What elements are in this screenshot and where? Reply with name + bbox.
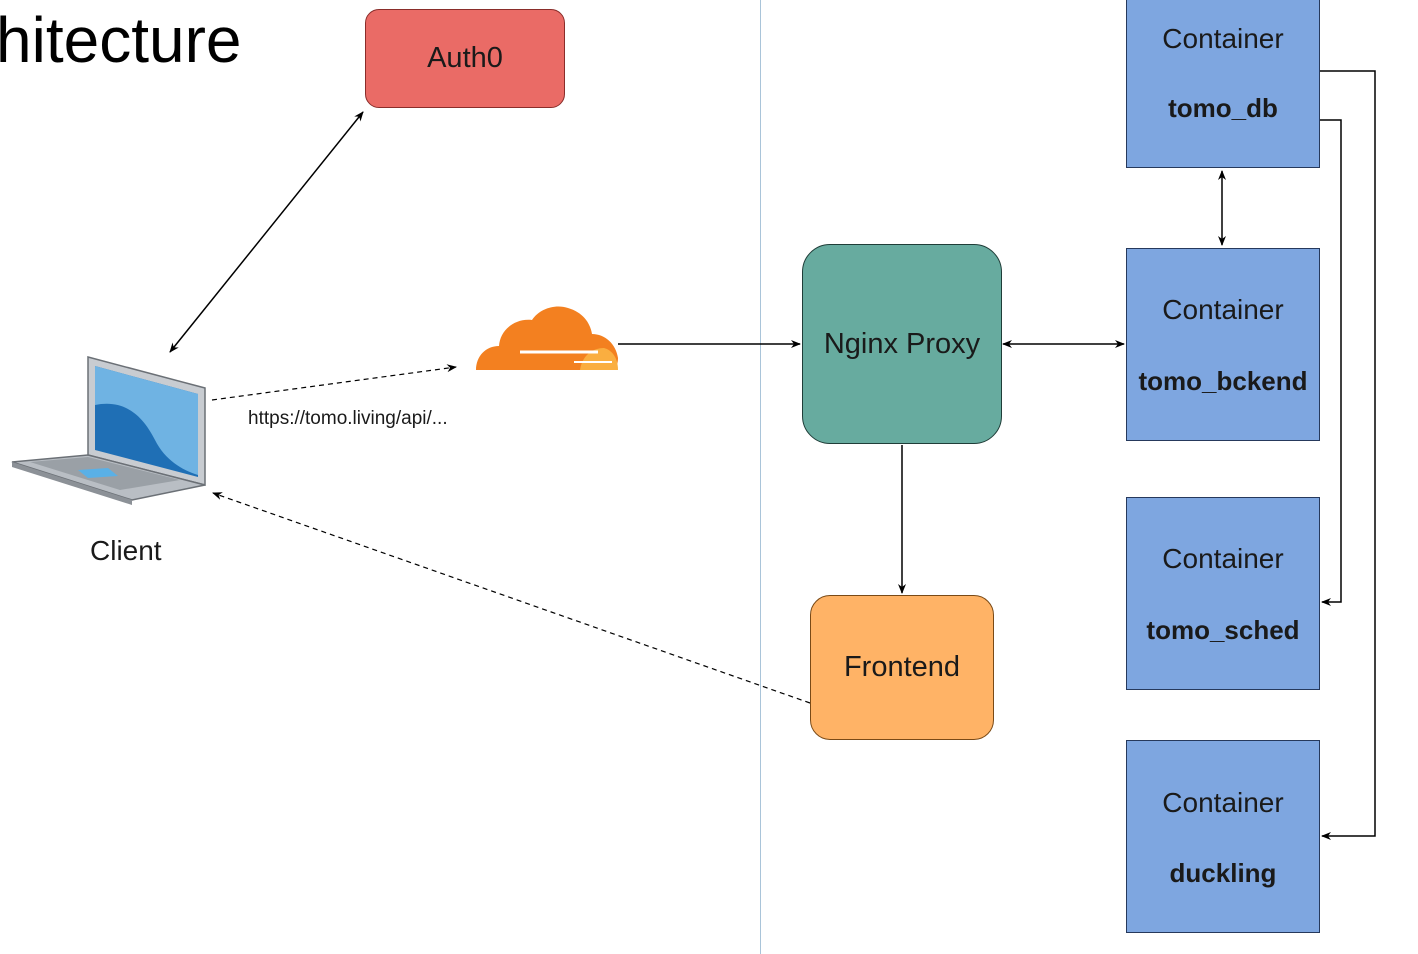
container-tomo-db: Container tomo_db: [1126, 0, 1320, 168]
container-name: tomo_sched: [1146, 615, 1300, 645]
laptop-icon: [11, 356, 206, 505]
api-url-label: https://tomo.living/api/...: [248, 408, 448, 429]
edge-frontend-client: [212, 492, 811, 704]
edge-client-cloudflare: [211, 364, 457, 401]
page-title: hitecture: [0, 4, 242, 76]
container-title: Container: [1162, 294, 1284, 325]
nginx-proxy-node: Nginx Proxy: [802, 244, 1002, 444]
auth0-node: Auth0: [365, 9, 565, 108]
container-title: Container: [1162, 543, 1284, 574]
cloudflare-cloud-icon: [476, 306, 618, 370]
edge-db-duckling: [1319, 70, 1376, 840]
container-name: tomo_bckend: [1138, 366, 1308, 396]
container-name: tomo_db: [1168, 93, 1278, 123]
client-label: Client: [90, 535, 162, 566]
zone-divider: [760, 0, 761, 954]
edge-db-sched: [1319, 119, 1342, 606]
container-duckling: Container duckling: [1126, 740, 1320, 933]
container-tomo-sched: Container tomo_sched: [1126, 497, 1320, 690]
edge-client-auth0: [169, 111, 364, 353]
container-name: duckling: [1169, 858, 1277, 888]
frontend-node: Frontend: [810, 595, 994, 740]
container-title: Container: [1162, 787, 1284, 818]
container-title: Container: [1162, 23, 1284, 54]
container-tomo-bckend: Container tomo_bckend: [1126, 248, 1320, 441]
